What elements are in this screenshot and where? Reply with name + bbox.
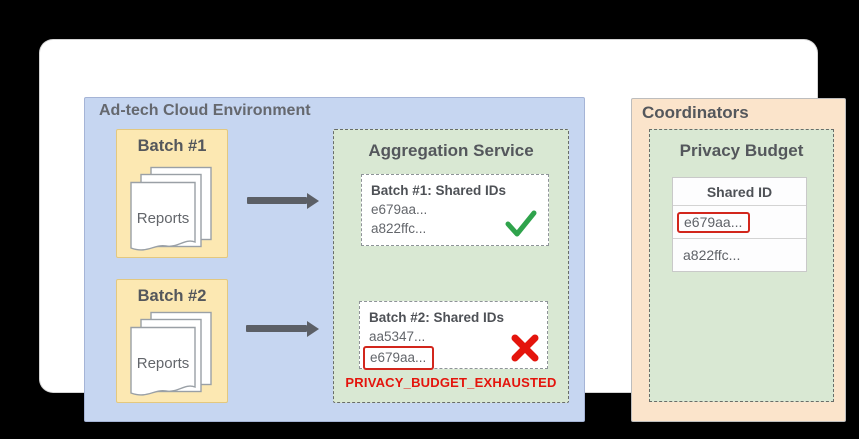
- aggregation-service-panel: Aggregation Service Batch #1: Shared IDs…: [333, 129, 569, 403]
- error-x-icon: [511, 334, 539, 362]
- duplicate-id-highlight: e679aa...: [363, 346, 435, 370]
- batch-1-box: Batch #1 Reports: [116, 129, 228, 258]
- privacy-budget-title: Privacy Budget: [679, 141, 804, 160]
- coordinators-panel: Coordinators Privacy Budget Shared ID e6…: [631, 98, 846, 422]
- reports-label: Reports: [136, 210, 190, 227]
- shared-id-value: a822ffc...: [683, 247, 741, 263]
- reports-label: Reports: [136, 355, 190, 372]
- privacy-budget-panel: Privacy Budget Shared ID e679aa... a822f…: [649, 129, 834, 402]
- arrow-head: [307, 193, 319, 209]
- coordinators-title: Coordinators: [642, 103, 749, 122]
- shared-id-duplicate-row: e679aa...: [363, 346, 538, 370]
- shared-id-value: aa5347...: [369, 329, 426, 344]
- adtech-environment-panel: Ad-tech Cloud Environment Batch #1 Repor…: [84, 97, 585, 422]
- success-checkmark-icon: [505, 210, 537, 237]
- batch-2-reports: Reports: [124, 311, 222, 399]
- table-row: e679aa...: [673, 205, 806, 238]
- shared-id-value: a822ffc...: [371, 221, 427, 236]
- arrow-head: [307, 321, 319, 337]
- batch-2-label: Batch #2: [137, 287, 207, 305]
- batch-2-result-card: Batch #2: Shared IDs aa5347... e679aa...: [359, 301, 548, 370]
- privacy-budget-exhausted-label: PRIVACY_BUDGET_EXHAUSTED: [345, 375, 557, 390]
- reports-stack-icon: [130, 311, 212, 396]
- duplicate-id-highlight: e679aa...: [677, 211, 751, 233]
- shared-id-table-header: Shared ID: [706, 183, 773, 200]
- batch-1-reports: Reports: [124, 166, 222, 254]
- shared-id-value: e679aa...: [371, 202, 428, 217]
- aggregation-service-title: Aggregation Service: [368, 141, 534, 160]
- batch-1-label: Batch #1: [137, 137, 207, 155]
- batch-2-result-title: Batch #2: Shared IDs: [369, 310, 505, 325]
- batch-2-box: Batch #2 Reports: [116, 279, 228, 403]
- arrow-shaft: [246, 325, 307, 332]
- reports-stack-icon: [130, 166, 212, 251]
- arrow-shaft: [247, 197, 307, 204]
- adtech-environment-title: Ad-tech Cloud Environment: [99, 102, 311, 119]
- diagram-canvas: Ad-tech Cloud Environment Batch #1 Repor…: [40, 40, 846, 422]
- table-row: a822ffc...: [673, 238, 806, 271]
- batch-1-result-card: Batch #1: Shared IDs e679aa... a822ffc..…: [361, 174, 549, 246]
- batch-1-result-title: Batch #1: Shared IDs: [371, 183, 507, 198]
- shared-id-table: Shared ID e679aa... a822ffc...: [672, 177, 807, 272]
